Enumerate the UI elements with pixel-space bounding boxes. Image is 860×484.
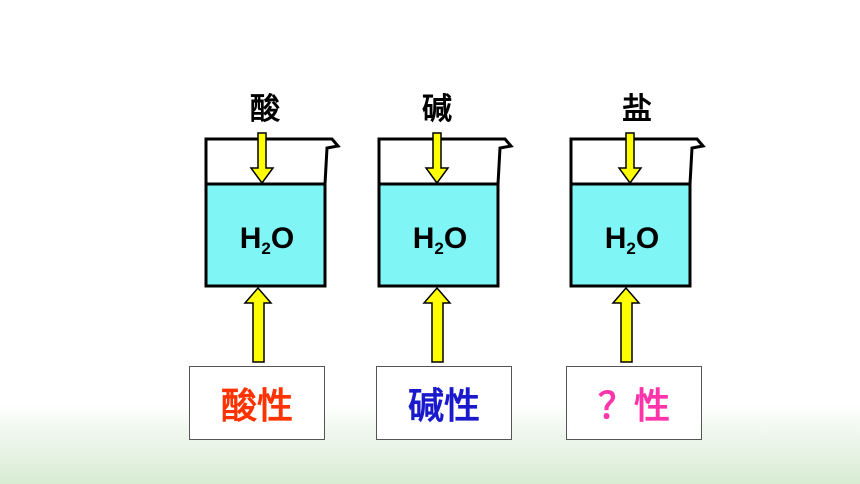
water-formula-salt: H2O (604, 222, 660, 258)
up-arrow (422, 286, 452, 363)
water-formula-acid: H2O (239, 222, 295, 258)
result-box-base: 碱性 (376, 366, 512, 440)
water-fill (569, 182, 692, 288)
down-arrow (617, 132, 643, 185)
up-arrow (243, 286, 273, 363)
result-box-acid: 酸性 (189, 366, 325, 440)
beaker-acid (204, 132, 341, 363)
beaker-rim (377, 137, 514, 185)
beaker-rim (569, 137, 706, 185)
beaker-rim (204, 137, 341, 185)
solute-label-base: 碱 (422, 92, 452, 127)
water-fill (377, 182, 500, 288)
water-fill (204, 182, 327, 288)
down-arrow (249, 132, 275, 185)
beaker-salt (569, 132, 706, 363)
solute-label-acid: 酸 (250, 92, 280, 127)
water-formula-base: H2O (412, 222, 468, 258)
down-arrow (424, 132, 450, 185)
up-arrow (611, 286, 641, 363)
result-box-salt: ？性 (566, 366, 702, 440)
solute-label-salt: 盐 (622, 92, 652, 127)
beaker-base (377, 132, 514, 363)
